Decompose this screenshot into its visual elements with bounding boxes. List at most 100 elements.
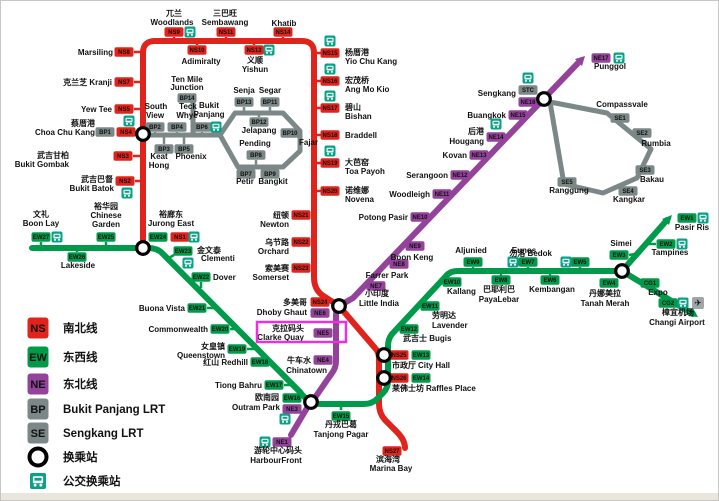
legend-item: 换乘站 xyxy=(27,446,98,468)
station-label: Whye xyxy=(176,111,198,120)
interchange-city-hall[interactable] xyxy=(376,347,392,363)
interchange-choa-chu-kang[interactable] xyxy=(135,126,151,142)
interchange-sengkang[interactable] xyxy=(536,91,552,107)
interchange-raffles-place[interactable] xyxy=(376,370,392,386)
station-code-badge: NS5 xyxy=(114,104,134,114)
interchange-jurong-east[interactable] xyxy=(135,240,151,256)
line-arrowhead xyxy=(688,308,698,317)
interchange-dhoby-ghaut[interactable] xyxy=(331,298,347,314)
station-label: 游轮中心码头 xyxy=(254,445,302,455)
interchange-tanah-merah[interactable] xyxy=(614,263,630,279)
station-label: Segar xyxy=(259,86,281,95)
interchange-outram-park[interactable] xyxy=(303,394,319,410)
station-label: NS19 xyxy=(322,161,338,167)
station-label: 红山 Redhill xyxy=(203,357,248,367)
bus-interchange-icon xyxy=(697,212,709,224)
